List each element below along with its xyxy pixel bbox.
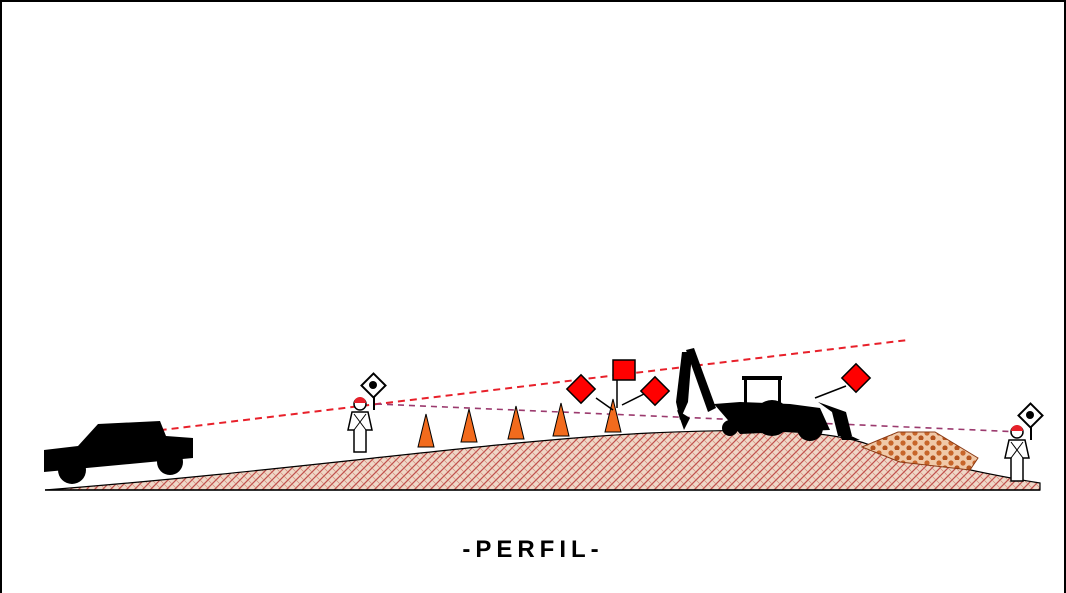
gravel-pile-icon xyxy=(860,431,979,471)
flagger-icon xyxy=(347,372,387,453)
backhoe-icon xyxy=(676,348,860,441)
car-icon xyxy=(44,421,193,484)
warning-flag-icon xyxy=(565,359,872,411)
traffic-cone-icon xyxy=(417,398,622,448)
diagram-caption: -PERFIL- xyxy=(462,536,604,563)
sightline-red xyxy=(111,339,909,437)
flagger-icon xyxy=(1004,402,1044,482)
sightline-purple xyxy=(375,403,1023,433)
